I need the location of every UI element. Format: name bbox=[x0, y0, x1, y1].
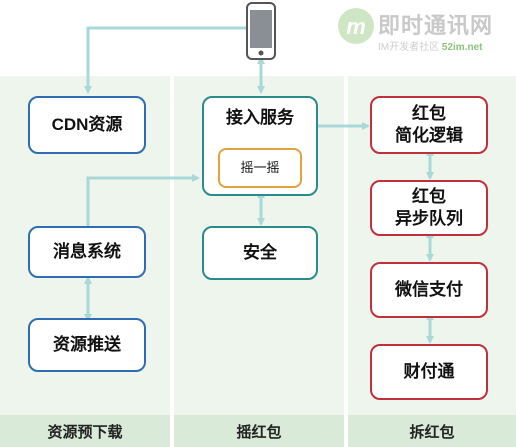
column-label-open: 拆红包 bbox=[348, 415, 516, 447]
logo-title: 即时通讯网 bbox=[378, 13, 494, 38]
node-tenpay-label: 财付通 bbox=[403, 362, 455, 381]
node-security-label: 安全 bbox=[243, 243, 277, 262]
node-cdn: CDN资源 bbox=[28, 96, 146, 154]
edge-phone-cdn bbox=[84, 26, 246, 94]
node-wechat-pay-label: 微信支付 bbox=[395, 280, 463, 299]
phone-icon bbox=[246, 2, 276, 60]
node-access-label: 接入服务 bbox=[226, 108, 294, 127]
node-tenpay: 财付通 bbox=[370, 344, 488, 400]
node-red-queue-line2: 异步队列 bbox=[395, 209, 463, 228]
logo-icon: m bbox=[338, 8, 374, 44]
node-resource-push: 资源推送 bbox=[28, 318, 146, 372]
node-red-queue: 红包 异步队列 bbox=[370, 180, 488, 236]
column-label-preload: 资源预下载 bbox=[0, 415, 170, 447]
node-security: 安全 bbox=[202, 226, 318, 280]
node-cdn-label: CDN资源 bbox=[51, 115, 123, 134]
svg-text:m: m bbox=[346, 14, 366, 39]
node-message-system: 消息系统 bbox=[28, 226, 146, 278]
node-shake-label: 摇一摇 bbox=[240, 160, 280, 175]
logo-subtitle: IM开发者社区 52im.net bbox=[378, 38, 482, 53]
logo-subtitle-text: IM开发者社区 bbox=[378, 42, 440, 53]
edge-message-access bbox=[86, 174, 200, 226]
logo: m 即时通讯网 IM开发者社区 52im.net bbox=[336, 6, 512, 62]
node-message-label: 消息系统 bbox=[53, 242, 121, 261]
node-red-logic: 红包 简化逻辑 bbox=[370, 96, 488, 154]
column-label-shake: 摇红包 bbox=[174, 415, 344, 447]
node-wechat-pay: 微信支付 bbox=[370, 262, 488, 318]
node-red-logic-line2: 简化逻辑 bbox=[395, 126, 463, 145]
node-shake: 摇一摇 bbox=[218, 148, 302, 188]
logo-url: 52im.net bbox=[441, 42, 483, 53]
node-red-queue-line1: 红包 bbox=[412, 187, 446, 206]
node-red-logic-line1: 红包 bbox=[412, 104, 446, 123]
node-push-label: 资源推送 bbox=[53, 335, 121, 354]
